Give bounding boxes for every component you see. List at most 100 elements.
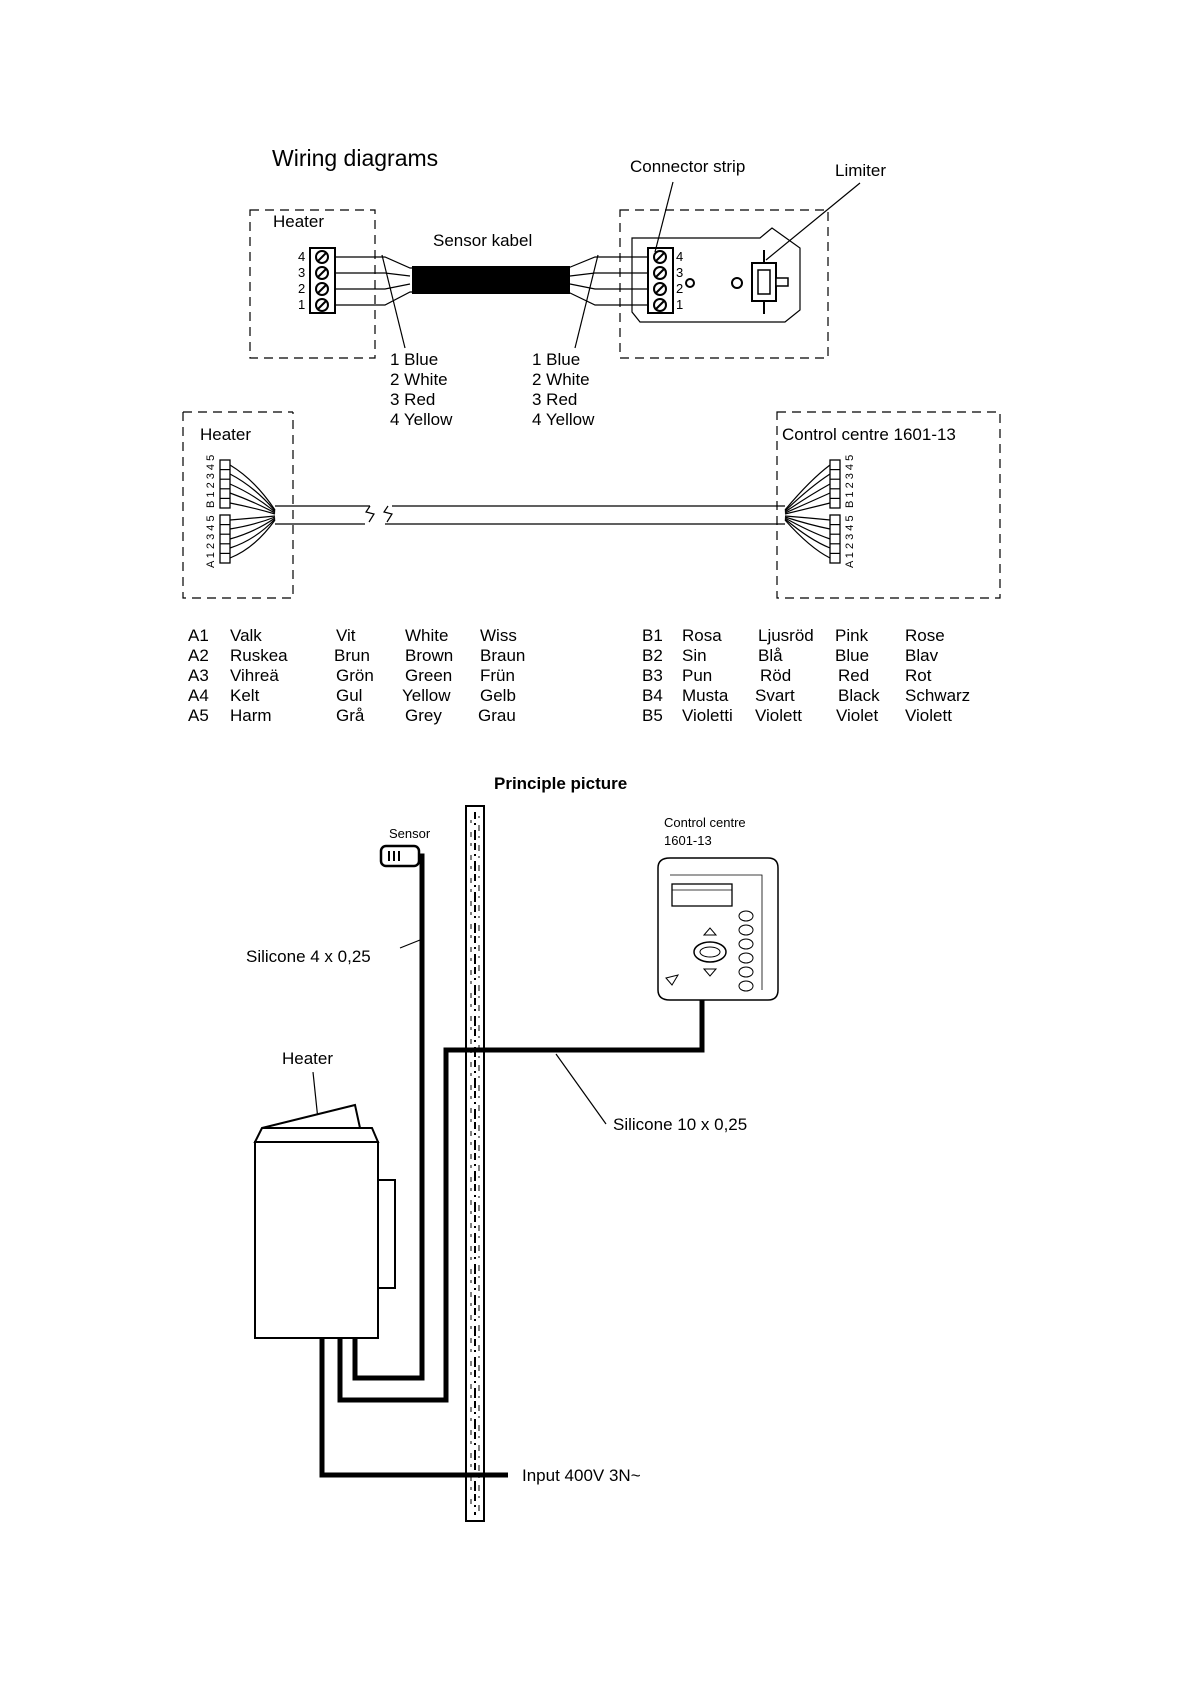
right-pin-2: 2 [676, 281, 683, 296]
right-color-3: 3 Red [532, 390, 577, 409]
right-color-leader [574, 254, 599, 349]
table-b-fi: Rosa [682, 626, 722, 645]
control-cable-top [476, 1000, 705, 1053]
silicone-10-label: Silicone 10 x 0,25 [613, 1115, 747, 1134]
connector-board [631, 227, 801, 323]
limiter-leader [765, 182, 861, 261]
table-a-de: Grau [478, 706, 516, 725]
top-right-wires [567, 256, 650, 306]
mid-control-box [776, 411, 1001, 599]
right-pin-4: 4 [676, 249, 683, 264]
right-color-2: 2 White [532, 370, 590, 389]
table-a-sv: Grön [336, 666, 374, 685]
mid-left-fan-wires [229, 464, 276, 559]
table-b-code: B2 [642, 646, 663, 665]
color-table-b-row: B5 Violetti Violett Violet Violett [642, 706, 952, 725]
color-table-a-row: A4 Kelt Gul Yellow Gelb [188, 686, 516, 705]
mid-control-label: Control centre 1601-13 [782, 425, 956, 444]
color-table-b-row: B1 Rosa Ljusröd Pink Rose [642, 626, 945, 645]
board-hole-1 [685, 278, 695, 288]
table-a-en: White [405, 626, 448, 645]
silicone-4-leader [399, 939, 421, 949]
table-b-sv: Ljusröd [758, 626, 814, 645]
principle-title: Principle picture [494, 774, 627, 793]
table-b-de: Violett [905, 706, 952, 725]
mid-right-fan-wires [784, 464, 831, 559]
top-right-terminal-block [647, 247, 674, 314]
top-heater-label: Heater [273, 212, 324, 231]
diagram-title: Wiring diagrams [272, 145, 438, 171]
left-color-2: 2 White [390, 370, 448, 389]
table-a-fi: Harm [230, 706, 272, 725]
table-b-code: B4 [642, 686, 663, 705]
table-b-en: Violet [836, 706, 878, 725]
table-b-sv: Svart [755, 686, 795, 705]
mid-long-cable [275, 505, 785, 525]
heater-device [253, 1103, 396, 1339]
limiter-label: Limiter [835, 161, 886, 180]
board-hole-2 [731, 277, 743, 289]
left-color-leader [381, 254, 406, 349]
table-b-code: B1 [642, 626, 663, 645]
table-b-de: Rot [905, 666, 932, 685]
table-a-sv: Brun [334, 646, 370, 665]
table-a-sv: Vit [336, 626, 356, 645]
table-b-en: Red [838, 666, 869, 685]
sensor-device [379, 844, 421, 868]
table-b-en: Blue [835, 646, 869, 665]
color-table-b-row: B3 Pun Röd Red Rot [642, 666, 932, 685]
sensor-cable [412, 266, 570, 294]
input-label: Input 400V 3N~ [522, 1466, 641, 1485]
table-b-fi: Violetti [682, 706, 733, 725]
mid-control-b-pins: B 1 2 3 4 5 [844, 455, 856, 508]
left-color-4: 4 Yellow [390, 410, 453, 429]
top-left-terminal-block [309, 247, 336, 314]
color-table-a-row: A5 Harm Grå Grey Grau [188, 706, 516, 725]
color-table-a-row: A3 Vihreä Grön Green Frün [188, 666, 515, 685]
right-pin-1: 1 [676, 297, 683, 312]
wall [465, 805, 485, 1522]
table-b-fi: Musta [682, 686, 729, 705]
mid-heater-a-connector [219, 514, 231, 564]
mid-heater-box [182, 411, 294, 599]
table-a-sv: Gul [336, 686, 362, 705]
table-a-code: A3 [188, 666, 209, 685]
sensor-label: Sensor [389, 826, 431, 841]
table-b-fi: Sin [682, 646, 707, 665]
table-a-de: Gelb [480, 686, 516, 705]
mid-control-a-pins: A 1 2 3 4 5 [844, 515, 856, 568]
right-color-1: 1 Blue [532, 350, 580, 369]
table-b-sv: Blå [758, 646, 783, 665]
silicone-4-label: Silicone 4 x 0,25 [246, 947, 371, 966]
table-a-en: Yellow [402, 686, 451, 705]
right-pin-3: 3 [676, 265, 683, 280]
table-a-fi: Valk [230, 626, 262, 645]
table-b-de: Blav [905, 646, 939, 665]
table-a-code: A2 [188, 646, 209, 665]
color-table-a-row: A1 Valk Vit White Wiss [188, 626, 517, 645]
control-centre-device [657, 857, 779, 1001]
table-b-fi: Pun [682, 666, 712, 685]
left-color-3: 3 Red [390, 390, 435, 409]
control-label-1: Control centre [664, 815, 746, 830]
silicone-10-leader [555, 1053, 607, 1125]
table-a-de: Wiss [480, 626, 517, 645]
mid-control-a-connector [829, 514, 841, 564]
table-b-code: B5 [642, 706, 663, 725]
table-a-code: A5 [188, 706, 209, 725]
left-pin-2: 2 [298, 281, 305, 296]
top-connector-box [619, 209, 829, 359]
right-color-4: 4 Yellow [532, 410, 595, 429]
table-b-code: B3 [642, 666, 663, 685]
connector-strip-label: Connector strip [630, 157, 745, 176]
table-a-sv: Grå [336, 706, 365, 725]
mid-heater-b-connector [219, 459, 231, 509]
color-table-b-row: B2 Sin Blå Blue Blav [642, 646, 939, 665]
table-b-de: Rose [905, 626, 945, 645]
left-pin-1: 1 [298, 297, 305, 312]
sensor-cable-line [352, 853, 425, 1381]
color-table-a: A1 Valk Vit White Wiss A2 Ruskea Brun Br… [188, 626, 525, 725]
mid-heater-label: Heater [200, 425, 251, 444]
table-a-code: A1 [188, 626, 209, 645]
